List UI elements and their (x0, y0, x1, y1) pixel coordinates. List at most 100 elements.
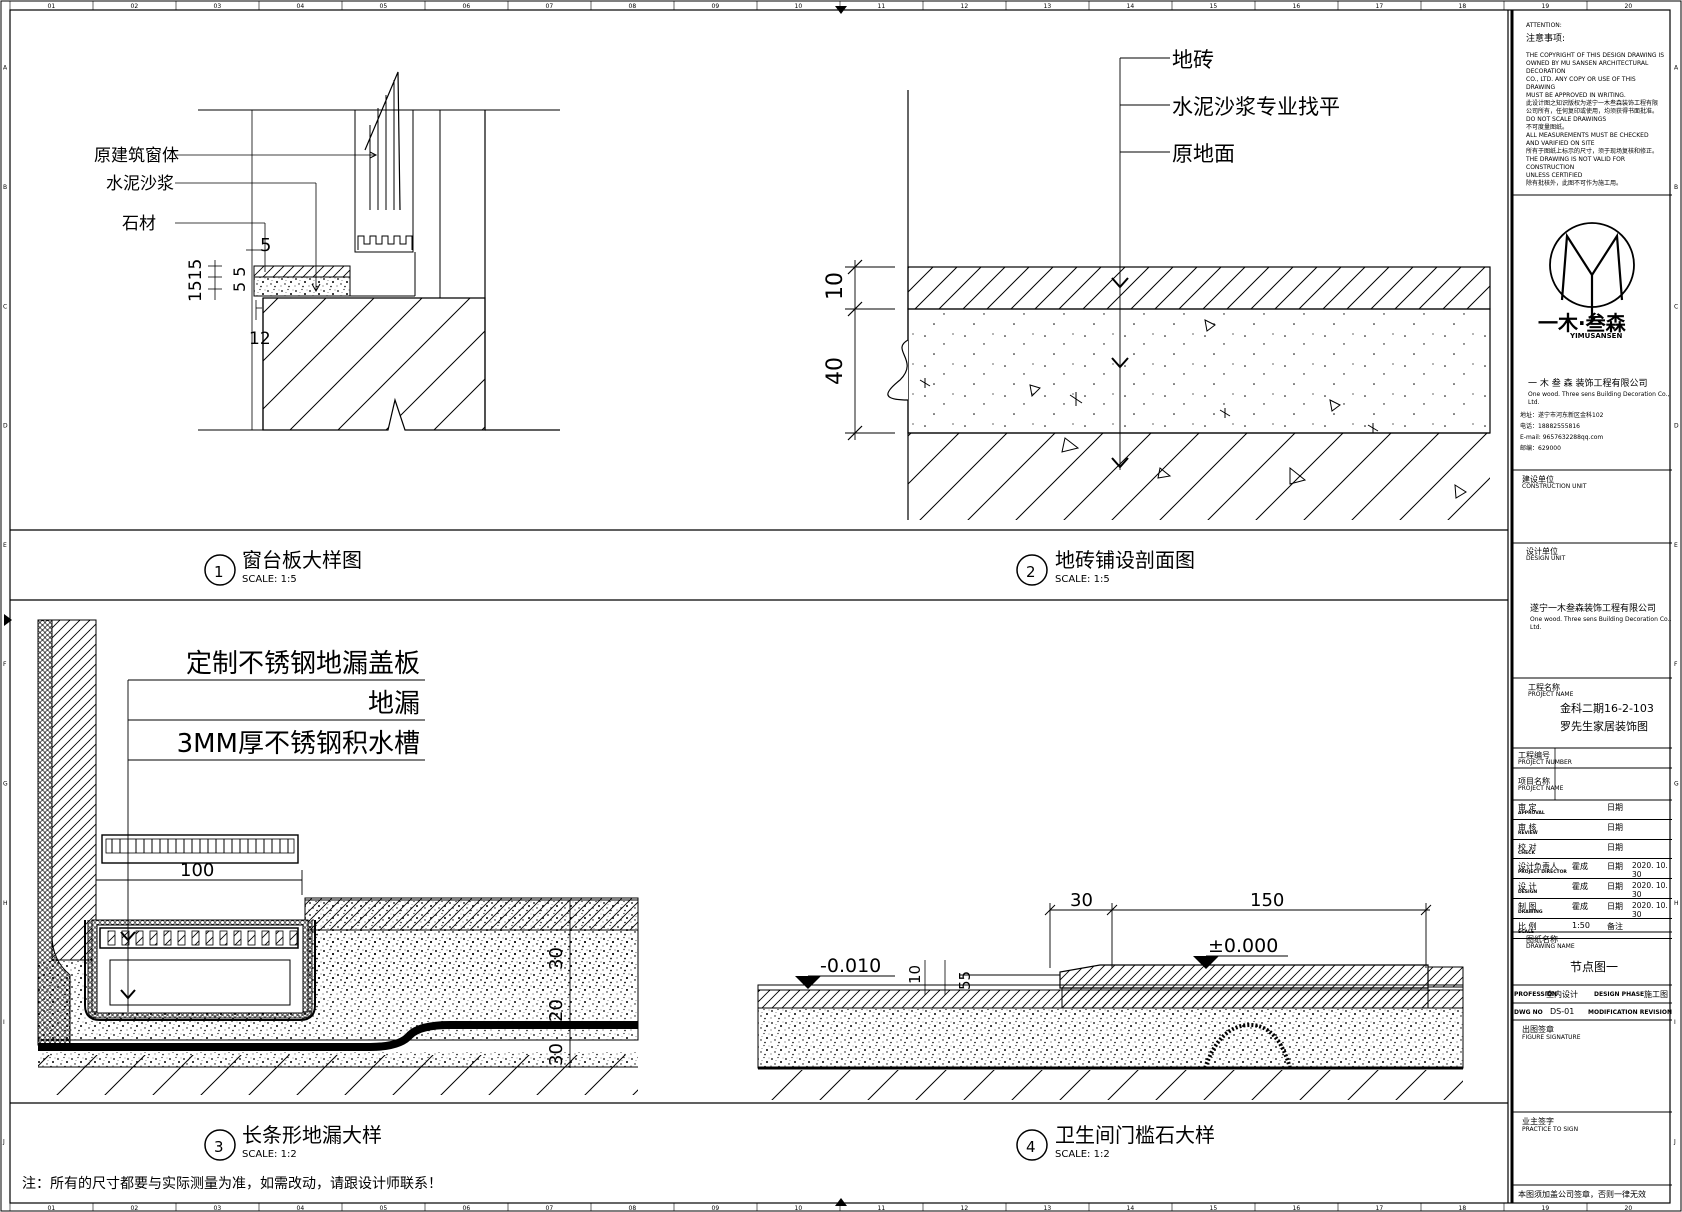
grid-label-06: 06 (463, 1205, 471, 1212)
signature-row-label: 制 图 (1518, 901, 1537, 911)
project-name-label: 工程名称 (1528, 683, 1560, 692)
grid-side-H: H (1674, 900, 1679, 907)
owner-signature-en: PRACTICE TO SIGN (1522, 1126, 1579, 1133)
copyright-note-line: MUST BE APPROVED IN WRITING. (1526, 92, 1626, 99)
d3-dim-20: 20 (546, 999, 567, 1022)
company-name: 一 木 叁 森 装饰工程有限公司 (1528, 379, 1648, 389)
signature-row-en: CHECK (1518, 850, 1535, 856)
grid-label-20: 20 (1625, 1205, 1633, 1212)
grid-ruler-top: 0101020203030404050506060707080809091010… (9, 1, 1633, 1212)
copyright-note-line: 不可度量图纸。 (1526, 124, 1569, 131)
label-window-body: 原建筑窗体 (94, 146, 179, 166)
grid-label-03: 03 (214, 3, 222, 10)
grid-label-09: 09 (712, 1205, 720, 1212)
signature-row-en: REVIEW (1518, 830, 1538, 836)
dwg-no-value: DS-01 (1550, 1007, 1575, 1016)
d4-title: 卫生间门槛石大样 (1055, 1123, 1215, 1147)
signature-row-date: 2020. 10. 30 (1632, 881, 1668, 900)
signature-row-date-label: 日期 (1607, 803, 1623, 812)
grid-label-05: 05 (380, 3, 388, 10)
company-name-en: One wood. Three sens Building Decoration… (1528, 391, 1670, 406)
label-screed: 水泥沙浆专业找平 (1172, 95, 1340, 119)
signature-row-en: DRAWING (1518, 909, 1543, 915)
label-floor-tile: 地砖 (1172, 48, 1214, 72)
label-stone: 石材 (122, 214, 156, 234)
grid-label-14: 14 (1127, 1205, 1135, 1212)
figure-signature-label: 出图签章 (1522, 1025, 1554, 1034)
d2-number: 2 (1026, 563, 1036, 581)
title-block-footer: 本图须加盖公司签章，否则一律无效 (1518, 1190, 1646, 1199)
grid-label-15: 15 (1210, 1205, 1218, 1212)
logo-text-en: YIMUSANSEN (1570, 332, 1623, 340)
grid-label-12: 12 (961, 3, 969, 10)
grid-side-H: H (3, 900, 8, 907)
grid-side-F: F (3, 661, 7, 668)
d4-number: 4 (1026, 1138, 1036, 1156)
d1-scale: SCALE: 1:5 (242, 574, 297, 585)
copyright-note-line: CO., LTD. ANY COPY OR USE OF THIS DRAWIN… (1526, 76, 1636, 91)
level-minus-0010: -0.010 (820, 955, 881, 977)
grid-label-13: 13 (1044, 1205, 1052, 1212)
construction-unit-en: CONSTRUCTION UNIT (1522, 483, 1587, 490)
grid-side-J: J (1673, 1138, 1676, 1145)
copyright-note-line: AND VARIFIED ON SITE (1526, 140, 1595, 147)
design-company: 遂宁一木叁森装饰工程有限公司 (1530, 604, 1657, 614)
d2-title: 地砖铺设剖面图 (1055, 548, 1195, 572)
signature-row-date-label: 日期 (1607, 882, 1623, 892)
copyright-note-line: ALL MEASUREMENTS MUST BE CHECKED (1526, 132, 1649, 139)
grid-label-19: 19 (1542, 3, 1550, 10)
detail-2-floor-tile-section: 地砖 水泥沙浆专业找平 原地面 10 40 2 地砖铺设剖面图 SCALE: 1… (823, 48, 1491, 586)
grid-label-01: 01 (48, 1205, 56, 1212)
grid-side-C: C (1674, 303, 1678, 310)
d2-scale: SCALE: 1:5 (1055, 574, 1110, 585)
signature-row-name: 霍成 (1572, 862, 1588, 872)
grid-label-07: 07 (546, 3, 554, 10)
construction-unit-label: 建设单位 (1522, 475, 1554, 484)
grid-side-B: B (1674, 184, 1678, 191)
grid-label-18: 18 (1459, 1205, 1467, 1212)
grid-label-10: 10 (795, 3, 803, 10)
signature-row-en: SCALE (1518, 929, 1534, 935)
grid-label-13: 13 (1044, 3, 1052, 10)
project-no-label: 工程编号 (1518, 751, 1550, 760)
d4-dim-30: 30 (1070, 890, 1093, 911)
signature-row-label: 审 核 (1518, 822, 1537, 832)
grid-label-04: 04 (297, 1205, 305, 1212)
item-name-label: 项目名称 (1518, 777, 1550, 786)
d1-dim-55: 5 5 (230, 267, 249, 292)
grid-label-20: 20 (1625, 3, 1633, 10)
profession-value: 室内设计 (1546, 990, 1578, 999)
grid-side-D: D (3, 423, 8, 430)
contact-line: E-mail: 9657632288qq.com (1520, 434, 1604, 441)
grid-label-10: 10 (795, 1205, 803, 1212)
design-unit-en: DESIGN UNIT (1526, 555, 1566, 562)
copyright-note-line: DO NOT SCALE DRAWINGS (1526, 116, 1607, 123)
profession-label: PROFESSION (1514, 991, 1558, 998)
drawing-name: 节点图一 (1570, 960, 1619, 974)
grid-label-17: 17 (1376, 1205, 1384, 1212)
grid-side-A: A (1674, 65, 1679, 72)
title-block-frame (1512, 194, 1672, 1186)
d3-number: 3 (214, 1138, 224, 1156)
detail-3-linear-drain: 100 30 20 30 定制不锈钢地漏盖板 地漏 3MM厚不锈钢积水槽 3 长… (37, 619, 639, 1161)
d3-dim-30b: 30 (546, 1043, 567, 1066)
copyright-note-line: 除有批核外，此图不可作为施工用。 (1526, 180, 1623, 187)
signature-row-date-label: 日期 (1607, 862, 1623, 872)
grid-label-08: 08 (629, 1205, 637, 1212)
contact-line: 地址：遂宁市河东新区金科102 (1520, 412, 1604, 419)
d3-dim-30: 30 (546, 947, 567, 970)
copyright-note-line: OWNED BY MU SANSEN ARCHITECTURAL DECORAT… (1526, 60, 1649, 75)
grid-label-11: 11 (878, 1205, 886, 1212)
attention-title: ATTENTION: (1526, 22, 1562, 29)
signature-row-date-label: 备注 (1607, 921, 1623, 931)
grid-side-J: J (2, 1138, 5, 1145)
grid-side-B: B (3, 184, 7, 191)
contact-line: 邮编：629000 (1520, 445, 1561, 452)
